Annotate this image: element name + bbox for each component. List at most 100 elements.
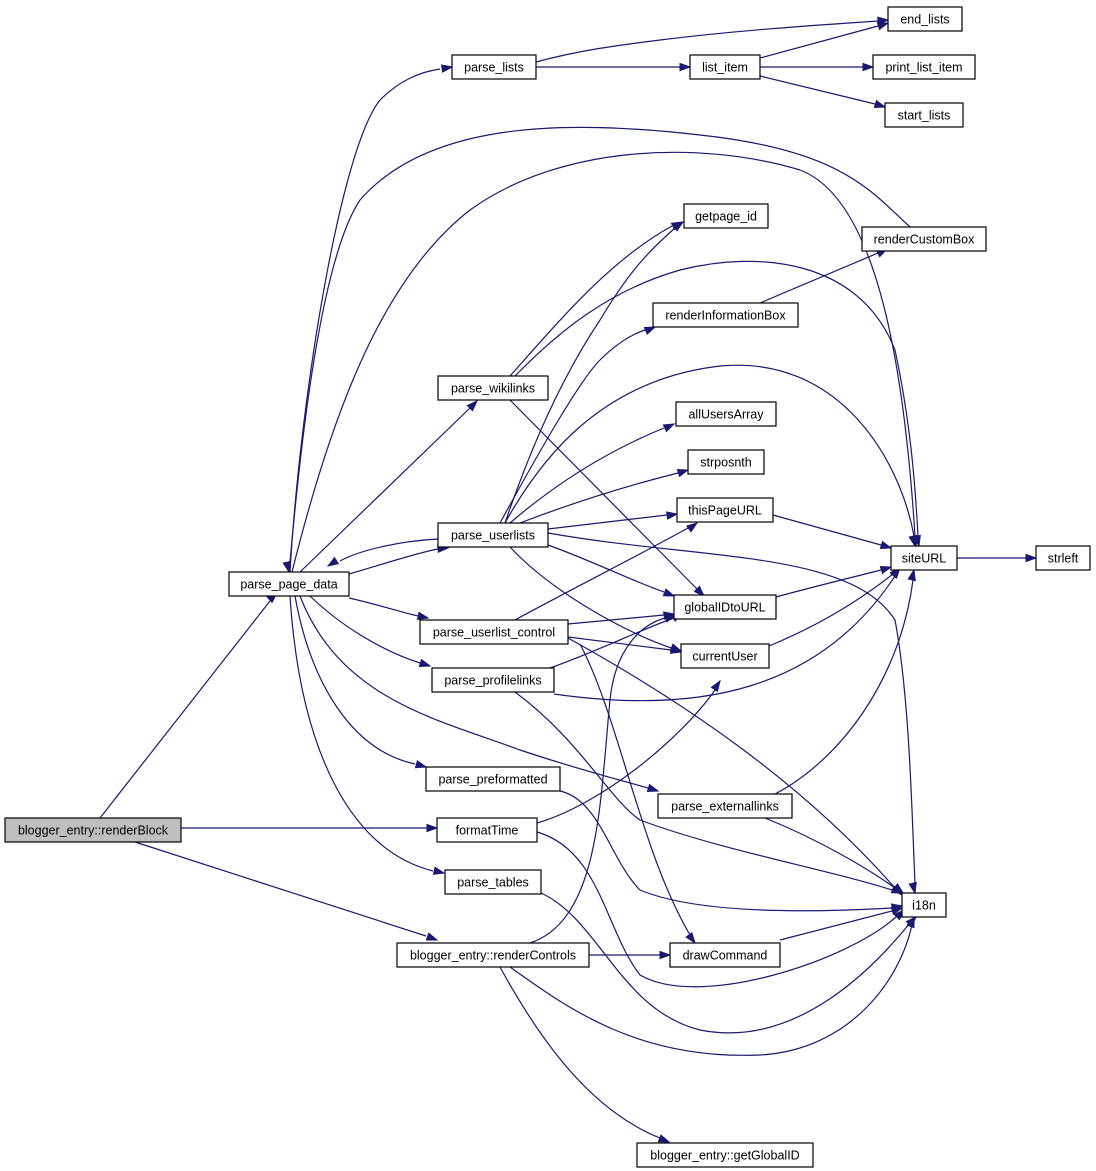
- arrowhead-icon: [646, 783, 660, 793]
- edge-line: [579, 643, 691, 936]
- node-label: renderCustomBox: [874, 233, 975, 247]
- node-currentUser[interactable]: currentUser: [680, 643, 770, 669]
- edge-parse_userlists-to-i18n: [547, 532, 917, 895]
- edge-line: [134, 841, 427, 937]
- edge-line: [509, 225, 673, 377]
- edge-renderBlock-to-renderControls: [134, 841, 439, 941]
- edge-parse_page_data-to-parse_externallinks: [299, 595, 660, 793]
- edge-line: [559, 790, 893, 912]
- edge-line: [291, 151, 916, 573]
- edge-line: [299, 407, 471, 573]
- node-label: allUsersArray: [688, 408, 764, 422]
- node-box: [861, 226, 987, 252]
- arrowhead-icon: [282, 560, 291, 574]
- edge-line: [514, 260, 919, 537]
- arrowhead-icon: [657, 1134, 671, 1143]
- edge-line: [509, 399, 699, 591]
- edge-line: [536, 831, 898, 988]
- edge-layer: [99, 16, 1038, 1143]
- node-getGlobalID[interactable]: blogger_entry::getGlobalID: [636, 1142, 814, 1168]
- arrowhead-icon: [414, 759, 428, 769]
- edge-renderControls-to-getGlobalID: [499, 966, 671, 1143]
- edge-parse_externallinks-to-i18n: [764, 817, 905, 894]
- edge-parse_userlists-to-getpage_id: [504, 221, 685, 524]
- node-i18n[interactable]: i18n: [901, 892, 947, 918]
- edge-parse_externallinks-to-siteURL: [774, 568, 916, 795]
- node-label: strposnth: [700, 456, 751, 470]
- node-label: start_lists: [898, 109, 951, 123]
- node-label: parse_lists: [464, 61, 524, 75]
- node-renderCustomBox[interactable]: renderCustomBox: [861, 226, 987, 252]
- node-label: i18n: [912, 899, 936, 913]
- node-box: [689, 54, 761, 80]
- node-renderInformationBox[interactable]: renderInformationBox: [652, 302, 799, 328]
- node-box: [652, 302, 799, 328]
- arrowhead-icon: [1025, 553, 1038, 563]
- edge-line: [768, 573, 894, 647]
- node-renderControls[interactable]: blogger_entry::renderControls: [396, 942, 590, 968]
- node-parse_tables[interactable]: parse_tables: [444, 869, 542, 895]
- node-parse_profilelinks[interactable]: parse_profilelinks: [431, 667, 555, 693]
- edge-line: [529, 617, 666, 944]
- node-strposnth[interactable]: strposnth: [687, 449, 765, 475]
- edge-line: [348, 548, 439, 575]
- node-label: list_item: [702, 61, 748, 75]
- arrowhead-icon: [425, 932, 439, 941]
- node-parse_userlists[interactable]: parse_userlists: [437, 522, 549, 548]
- node-parse_externallinks[interactable]: parse_externallinks: [657, 793, 793, 819]
- node-globalIDtoURL[interactable]: globalIDtoURL: [673, 594, 777, 620]
- node-box: [396, 942, 590, 968]
- node-start_lists[interactable]: start_lists: [884, 102, 964, 128]
- arrowhead-icon: [890, 906, 904, 916]
- edge-parse_page_data-to-parse_preformatted: [294, 595, 428, 769]
- node-box: [884, 102, 964, 128]
- arrowhead-icon: [466, 399, 479, 412]
- edge-line: [299, 595, 649, 789]
- edge-line: [759, 25, 879, 59]
- arrowhead-icon: [908, 534, 917, 548]
- node-label: currentUser: [692, 650, 757, 664]
- node-label: parse_wikilinks: [451, 382, 535, 396]
- node-parse_preformatted[interactable]: parse_preformatted: [425, 766, 561, 792]
- edge-line: [759, 75, 876, 105]
- node-allUsersArray[interactable]: allUsersArray: [675, 401, 777, 427]
- node-parse_wikilinks[interactable]: parse_wikilinks: [437, 375, 549, 401]
- node-print_list_item[interactable]: print_list_item: [872, 54, 976, 80]
- node-strleft[interactable]: strleft: [1035, 545, 1091, 571]
- node-list_item[interactable]: list_item: [689, 54, 761, 80]
- edge-siteURL-to-strleft: [957, 553, 1038, 563]
- node-parse_lists[interactable]: parse_lists: [451, 54, 537, 80]
- node-renderBlock[interactable]: blogger_entry::renderBlock: [4, 817, 182, 843]
- node-box: [437, 375, 549, 401]
- edge-parse_userlist_control-to-globalIDtoURL: [567, 611, 676, 625]
- edge-line: [547, 532, 916, 884]
- arrowhead-icon: [679, 62, 692, 72]
- arrowhead-icon: [873, 99, 887, 109]
- node-thisPageURL[interactable]: thisPageURL: [676, 497, 774, 523]
- node-parse_page_data[interactable]: parse_page_data: [228, 571, 350, 597]
- arrowhead-icon: [643, 326, 657, 336]
- node-getpage_id[interactable]: getpage_id: [683, 203, 769, 229]
- arrowhead-icon: [907, 568, 916, 582]
- edge-renderCustomBox-to-parse_page_data: [282, 126, 911, 574]
- edge-thisPageURL-to-siteURL: [772, 514, 893, 550]
- edge-line: [536, 689, 716, 824]
- edge-line: [772, 514, 882, 546]
- node-box: [673, 594, 777, 620]
- node-box: [887, 6, 963, 32]
- node-end_lists[interactable]: end_lists: [887, 6, 963, 32]
- edge-parse_userlists-to-renderInformationBox: [499, 326, 657, 524]
- arrowhead-icon: [685, 932, 696, 945]
- node-drawCommand[interactable]: drawCommand: [669, 942, 781, 968]
- node-siteURL[interactable]: siteURL: [890, 545, 958, 571]
- node-label: blogger_entry::renderBlock: [18, 824, 169, 838]
- node-parse_userlist_control[interactable]: parse_userlist_control: [419, 619, 569, 645]
- edge-line: [509, 427, 665, 524]
- node-formatTime[interactable]: formatTime: [436, 817, 538, 843]
- node-box: [425, 766, 561, 792]
- node-box: [676, 497, 774, 523]
- edge-line: [567, 614, 665, 625]
- arrowhead-icon: [685, 522, 699, 533]
- edge-line: [547, 544, 665, 593]
- arrowhead-icon: [665, 511, 679, 520]
